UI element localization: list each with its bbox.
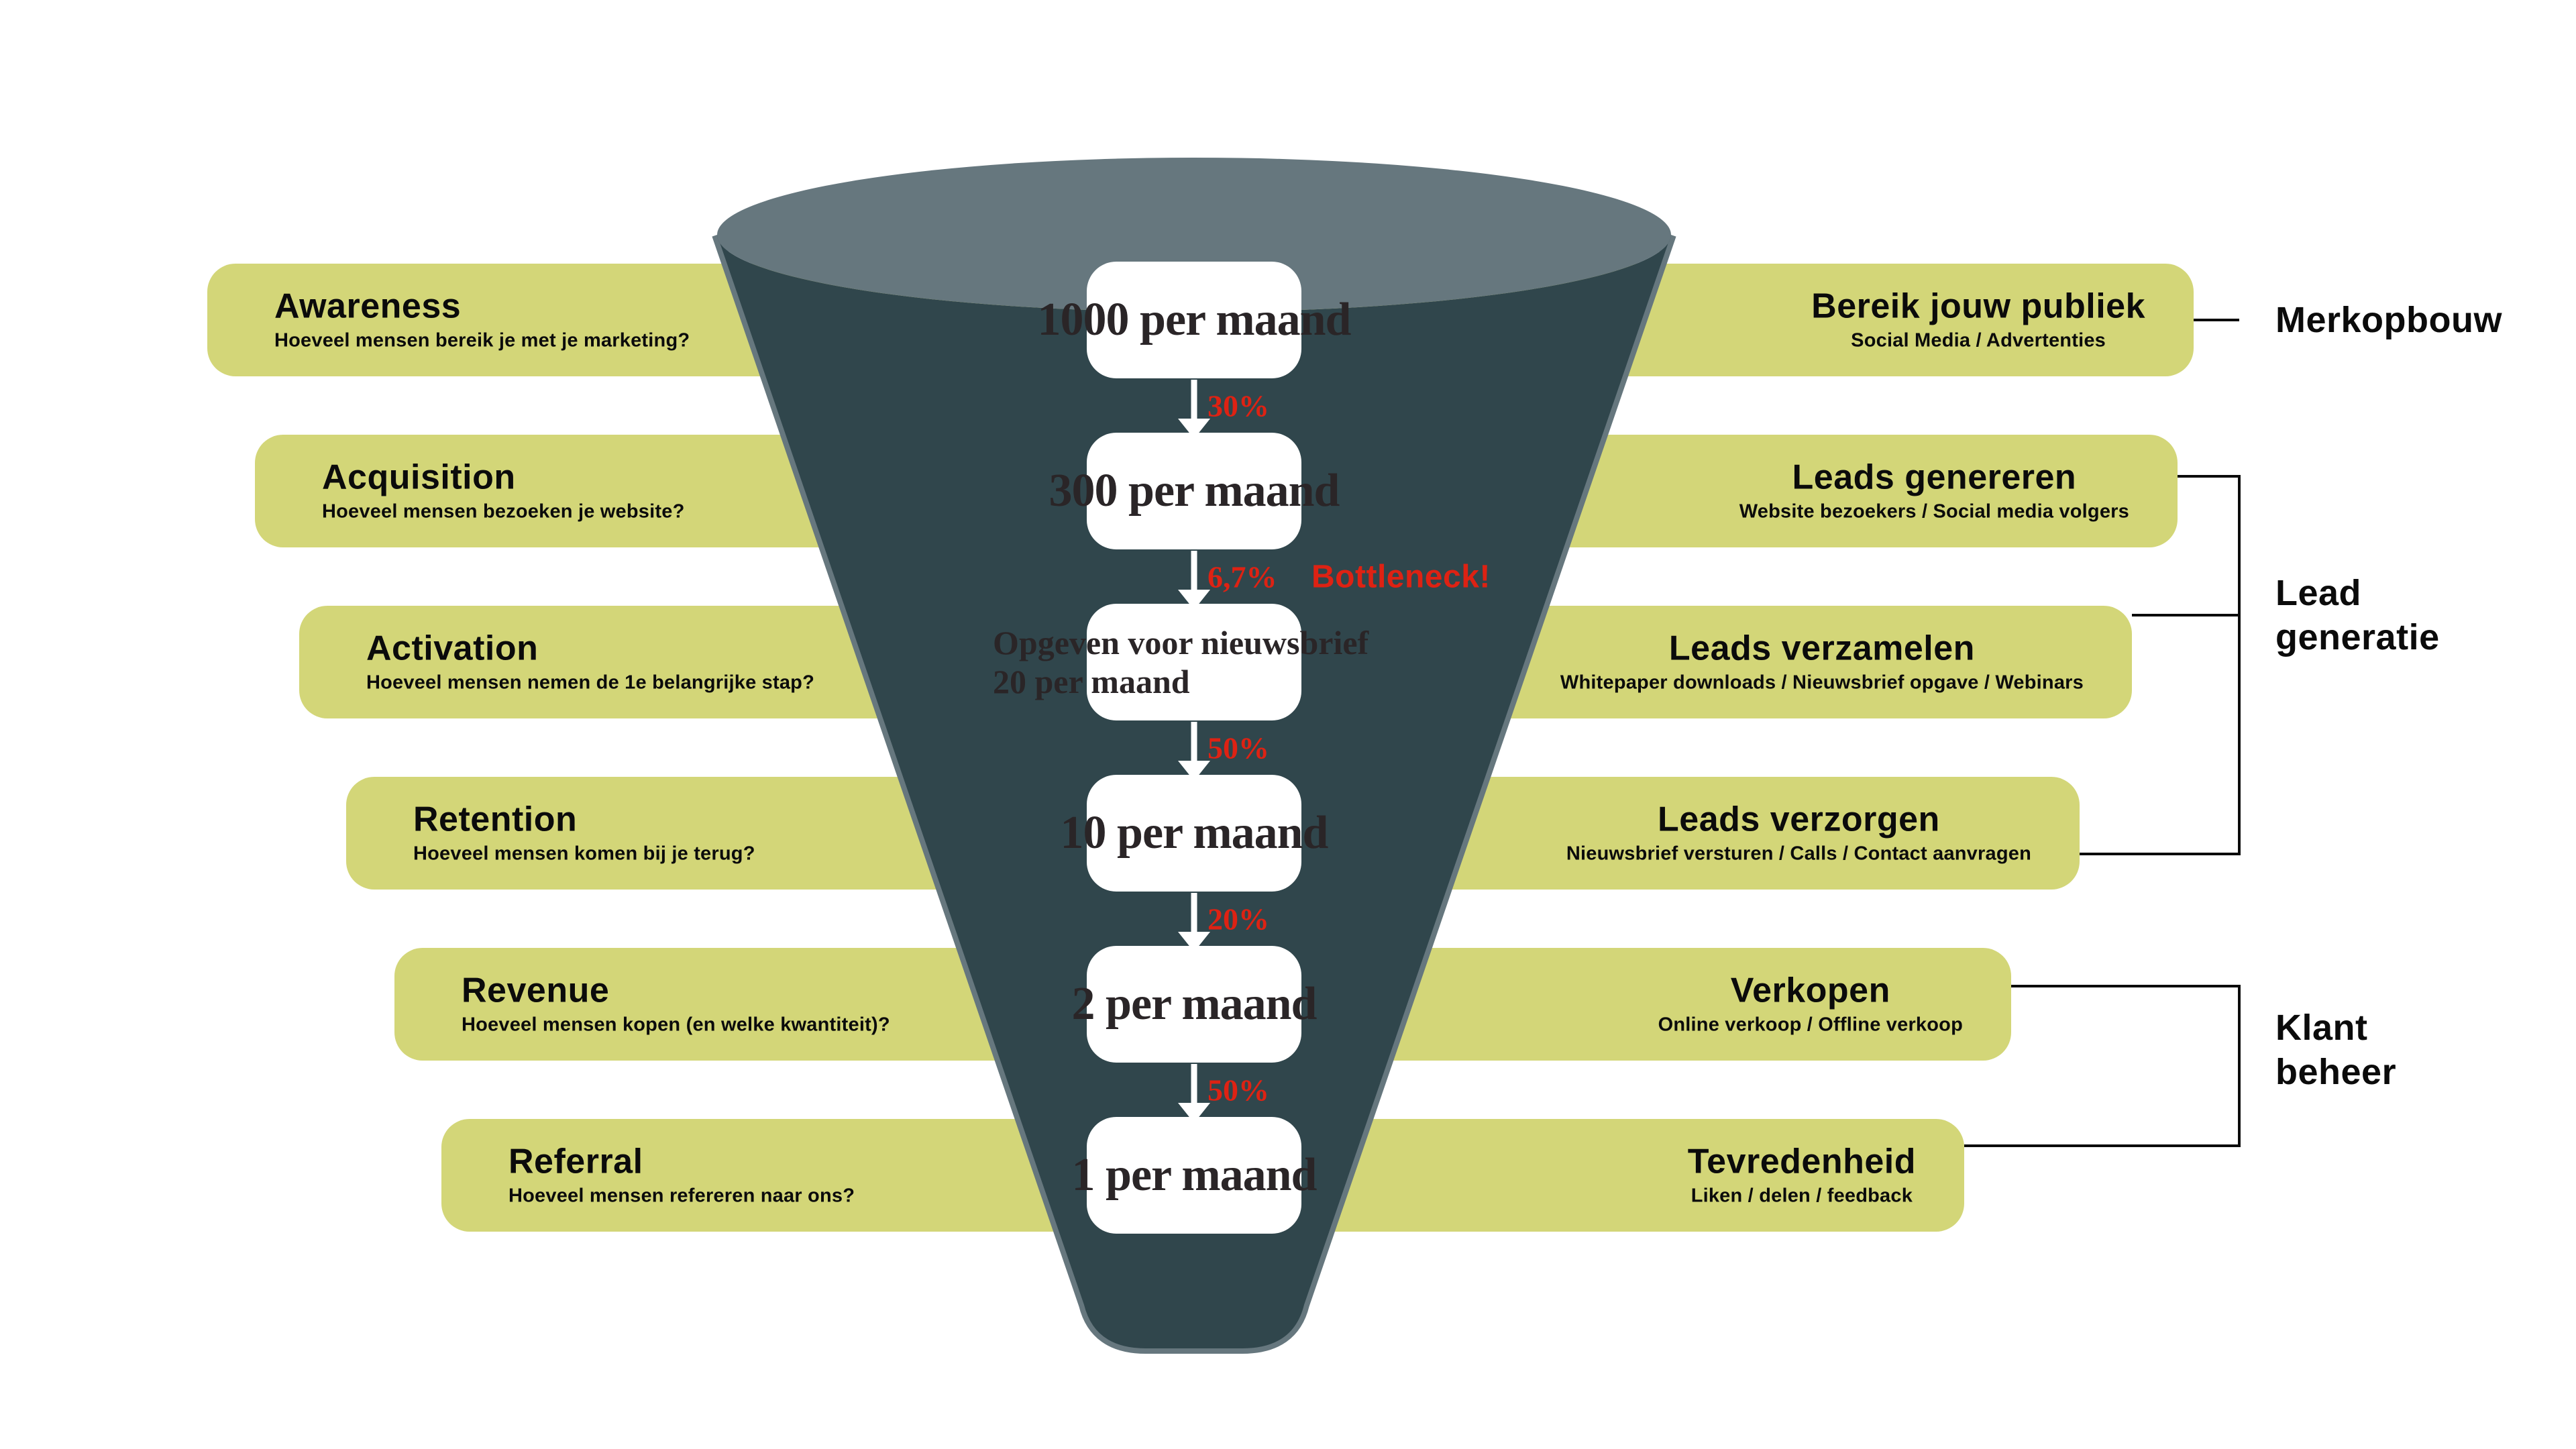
stage-action-title: Tevredenheid	[1687, 1142, 1916, 1181]
bracket-klant-beheer	[1964, 985, 2241, 1147]
metric-node-awareness	[1087, 262, 1301, 378]
stage-action-subtitle: Social Media / Advertenties	[1851, 329, 2106, 352]
stage-subtitle: Hoeveel mensen kopen (en welke kwantitei…	[462, 1014, 890, 1036]
conversion-rate-3: 50%	[1208, 731, 1269, 765]
bottleneck-label: Bottleneck!	[1311, 559, 1491, 595]
stage-right-text: Leads verzamelen Whitepaper downloads / …	[1560, 631, 2084, 694]
metric-value-acquisition: 300 per maand	[1049, 465, 1340, 517]
group-label-lead-generatie: Lead generatie	[2275, 571, 2440, 659]
metric-value-referral: 1 per maand	[1071, 1149, 1318, 1201]
stage-right-text: Verkopen Online verkoop / Offline verkoo…	[1658, 973, 1963, 1036]
metric-value-retention: 10 per maand	[1060, 807, 1329, 859]
group-label-line1: Lead	[2275, 573, 2362, 613]
stage-title: Referral	[508, 1142, 643, 1181]
stage-left-text: Awareness Hoeveel mensen bereik je met j…	[274, 288, 690, 352]
stage-action-title: Leads verzamelen	[1668, 629, 1975, 668]
conversion-rate-2: 6,7%	[1208, 559, 1277, 594]
group-label-merkopbouw: Merkopbouw	[2275, 300, 2502, 340]
stage-right-text: Leads verzorgen Nieuwsbrief versturen / …	[1566, 802, 2031, 865]
metric-node-retention	[1087, 775, 1301, 892]
stage-left-text: Acquisition Hoeveel mensen bezoeken je w…	[322, 460, 684, 523]
metric-value-line2: 20 per maand	[993, 663, 1190, 700]
metric-node-activation	[1087, 604, 1301, 720]
metric-value-activation: Opgeven voor nieuwsbrief 20 per maand	[993, 623, 1368, 701]
group-label-line2: generatie	[2275, 617, 2440, 657]
stage-action-subtitle: Website bezoekers / Social media volgers	[1739, 500, 2129, 523]
bracket-lead-generatie	[2080, 475, 2241, 855]
stage-action-subtitle: Whitepaper downloads / Nieuwsbrief opgav…	[1560, 672, 2084, 694]
stage-title: Revenue	[462, 971, 610, 1010]
stage-title: Awareness	[274, 286, 462, 326]
stage-action-title: Verkopen	[1730, 971, 1890, 1010]
stage-subtitle: Hoeveel mensen nemen de 1e belangrijke s…	[366, 672, 814, 694]
metric-value-revenue: 2 per maand	[1071, 978, 1318, 1030]
metric-node-referral	[1087, 1117, 1301, 1234]
stage-title: Activation	[366, 629, 539, 668]
stage-left-text: Revenue Hoeveel mensen kopen (en welke k…	[462, 973, 890, 1036]
conversion-rate-5: 50%	[1208, 1073, 1269, 1108]
stage-action-subtitle: Liken / delen / feedback	[1690, 1185, 1913, 1207]
conversion-rate-4: 20%	[1208, 902, 1269, 936]
metric-node-acquisition	[1087, 433, 1301, 549]
group-label-klant-beheer: Klant beheer	[2275, 1006, 2396, 1094]
stage-left-text: Referral Hoeveel mensen refereren naar o…	[508, 1144, 855, 1208]
stage-subtitle: Hoeveel mensen bezoeken je website?	[322, 500, 685, 523]
conversion-rate-1: 30%	[1208, 388, 1269, 423]
stage-action-title: Leads genereren	[1792, 458, 2077, 497]
group-label-line1: Klant	[2275, 1008, 2368, 1048]
stage-left-text: Activation Hoeveel mensen nemen de 1e be…	[366, 631, 814, 694]
stage-title: Retention	[413, 800, 578, 839]
group-label-line2: beheer	[2275, 1052, 2397, 1092]
stage-right-text: Tevredenheid Liken / delen / feedback	[1688, 1144, 1916, 1208]
stage-right-text: Leads genereren Website bezoekers / Soci…	[1739, 460, 2129, 523]
stage-subtitle: Hoeveel mensen refereren naar ons?	[508, 1185, 855, 1207]
flow-arrow	[1178, 380, 1210, 1123]
metric-value-awareness: 1000 per maand	[1037, 294, 1352, 345]
stage-subtitle: Hoeveel mensen bereik je met je marketin…	[274, 329, 690, 352]
metric-node-revenue	[1087, 946, 1301, 1063]
stage-right-text: Bereik jouw publiek Social Media / Adver…	[1811, 288, 2145, 352]
stage-title: Acquisition	[322, 458, 516, 497]
stage-action-title: Bereik jouw publiek	[1811, 286, 2145, 326]
stage-subtitle: Hoeveel mensen komen bij je terug?	[413, 843, 755, 865]
stage-action-title: Leads verzorgen	[1658, 800, 1940, 839]
funnel-top-ellipse	[717, 158, 1671, 312]
stage-action-subtitle: Nieuwsbrief versturen / Calls / Contact …	[1566, 843, 2031, 865]
stage-action-subtitle: Online verkoop / Offline verkoop	[1658, 1014, 1963, 1036]
metric-value-line1: Opgeven voor nieuwsbrief	[993, 624, 1369, 661]
stage-left-text: Retention Hoeveel mensen komen bij je te…	[413, 802, 755, 865]
